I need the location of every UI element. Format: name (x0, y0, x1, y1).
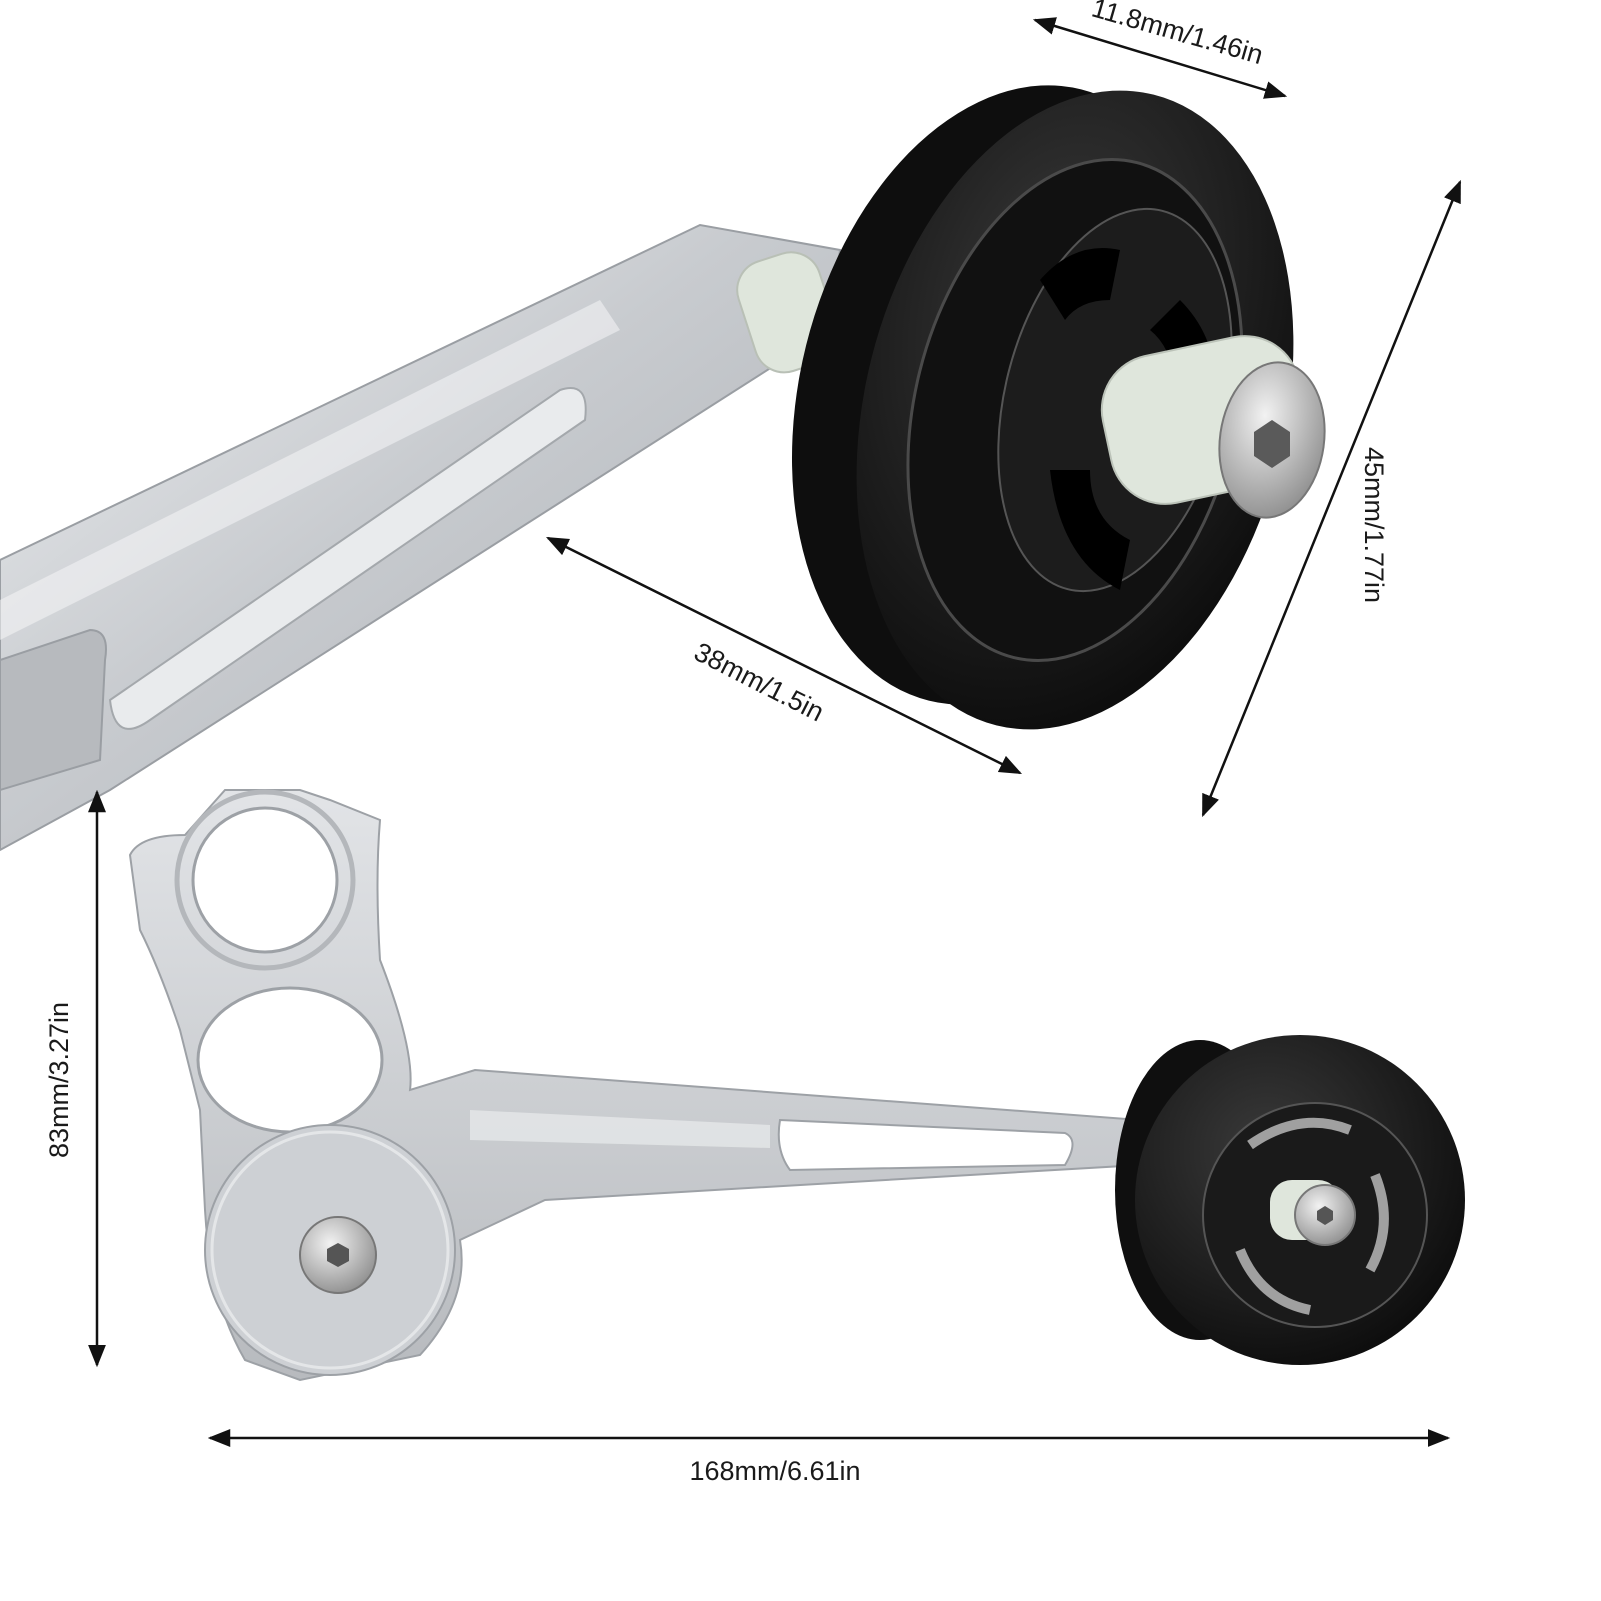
overall-length-label: 168mm/6.61in (689, 1456, 860, 1486)
closeup-tensioner-arm (0, 223, 842, 852)
bracket-hex-bolt-icon (299, 1216, 377, 1294)
full-pulley-wheel (1115, 1035, 1465, 1365)
pulley-diameter-label: 45mm/1.77in (1359, 447, 1389, 603)
overall-height-label: 83mm/3.27in (44, 1002, 74, 1158)
pulley-offset-label: 38mm/1.5in (689, 637, 828, 728)
pulley-width-label: 11.8mm/1.46in (1088, 0, 1266, 70)
dimension-arrows (88, 17, 1462, 1447)
full-tensioner-bracket (128, 789, 1141, 1382)
